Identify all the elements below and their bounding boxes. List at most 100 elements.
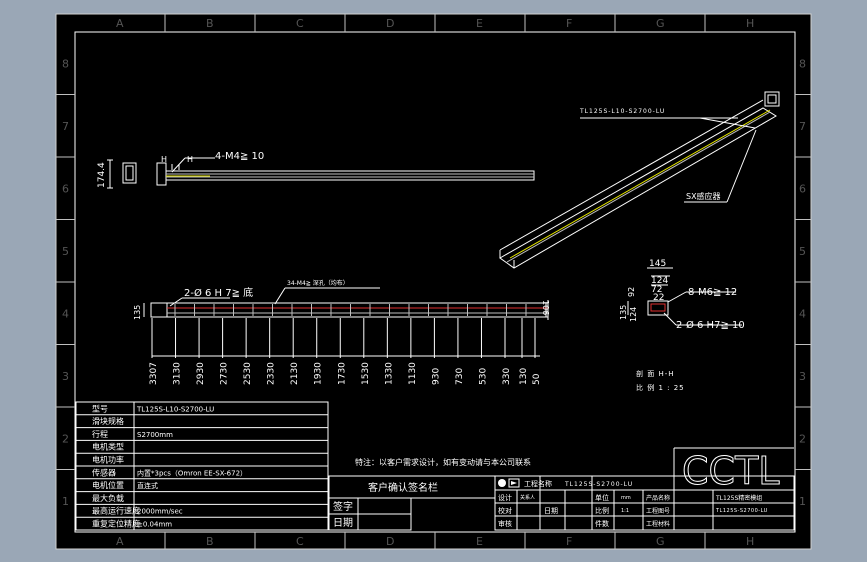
section-title: 剖 面 H-H	[636, 369, 675, 378]
row-marker: 1	[62, 495, 69, 508]
remarks-area: 特注：以客户需求设计，如有变动请与本公司联系 客户确认签名栏 签字 日期	[328, 457, 531, 531]
front-dim-value: 930	[431, 368, 441, 385]
spec-row-label: 电机类型	[92, 442, 124, 452]
side-view: 174.4 H H 4-M4≧ 10	[97, 151, 535, 189]
column-marker: F	[566, 17, 572, 30]
title-block: 工程名称 TL125S-S2700-LU 设计 关系人 校对 日期 审核 单位 …	[494, 447, 795, 531]
front-dim-value: 2930	[196, 362, 206, 385]
cctl-logo: CCTL	[682, 449, 779, 493]
front-dim-value: 730	[455, 368, 465, 385]
audit-label: 审核	[498, 519, 512, 528]
section-scale: 比 例 1 : 25	[636, 383, 685, 392]
column-marker: A	[116, 17, 124, 30]
section-left-dim-2: 135	[619, 305, 628, 320]
column-marker: B	[206, 535, 214, 548]
spec-row-label: 滑块规格	[92, 416, 124, 426]
section-dim-3: 22	[653, 293, 664, 303]
spec-row-label: 电机功率	[92, 455, 124, 465]
column-marker: E	[476, 17, 483, 30]
spec-row-label: 最高运行速度	[92, 506, 140, 516]
side-height-dim: 174.4	[97, 162, 107, 188]
row-marker: 7	[62, 120, 69, 133]
section-left-dim-3: 124	[629, 307, 638, 322]
scale-label: 比例	[595, 506, 609, 515]
column-marker: E	[476, 535, 483, 548]
column-marker: H	[746, 17, 754, 30]
unit-value: mm	[621, 495, 631, 501]
front-dim-value: 2530	[243, 362, 253, 385]
spec-row-label: 最大负载	[92, 493, 124, 503]
project-label: 工程名称	[524, 479, 552, 488]
row-marker: 3	[62, 370, 69, 383]
column-marker: F	[566, 535, 572, 548]
side-screw-note: 4-M4≧ 10	[215, 151, 264, 162]
front-dim-value: 3307	[149, 362, 159, 385]
customer-confirm-title: 客户确认签名栏	[368, 481, 438, 494]
front-left-hole-note: 2-Ø 6 H 7≧ 底	[184, 286, 253, 299]
section-dim-2: 72	[651, 285, 662, 295]
section-width-dim: 145	[649, 259, 666, 269]
section-view: 145 124 72 22 92 135 124 8-M6≧ 12 2-Ø 6 …	[619, 259, 745, 392]
front-dim-value: 330	[502, 368, 512, 385]
check-label: 校对	[498, 506, 512, 515]
column-marker: C	[296, 535, 304, 548]
front-top-hole-note: 34-M4≧ 深孔（均布）	[287, 279, 349, 287]
side-h-label-left: H	[161, 155, 167, 164]
column-marker: H	[746, 535, 754, 548]
material-label: 工程材料	[646, 520, 670, 528]
qty-label: 件数	[595, 519, 609, 528]
column-marker: D	[386, 535, 394, 548]
front-dim-value: 1530	[361, 362, 371, 385]
drawing-value: TL125S-S2700-LU	[715, 508, 768, 514]
design-value: 关系人	[520, 494, 535, 501]
row-marker: 6	[799, 182, 806, 195]
project-value: TL125S-S2700-LU	[564, 481, 633, 488]
row-marker: 2	[62, 432, 69, 445]
front-dim-value: 50	[532, 373, 542, 385]
row-marker: 7	[799, 120, 806, 133]
column-marker: B	[206, 17, 214, 30]
remark-text: 特注：以客户需求设计，如有变动请与本公司联系	[355, 457, 531, 467]
scale-value: 1:1	[621, 508, 629, 514]
front-dim-value: 3130	[173, 362, 183, 385]
row-marker: 2	[799, 432, 806, 445]
unit-label: 单位	[595, 493, 609, 502]
sign-label: 签字	[333, 500, 353, 513]
column-marker: C	[296, 17, 304, 30]
iso-model-label: TL125S-L10-S2700-LU	[579, 108, 665, 115]
front-dim-value: 130	[519, 368, 529, 385]
row-marker: 4	[799, 307, 806, 320]
section-dim-1: 124	[651, 276, 668, 286]
front-dim-value: 530	[478, 368, 488, 385]
front-dim-value: 1330	[384, 362, 394, 385]
row-marker: 8	[62, 57, 69, 70]
front-height-dim: 135	[133, 305, 142, 320]
row-marker: 5	[799, 245, 806, 258]
drawing-paper	[56, 14, 811, 549]
date-label: 日期	[333, 517, 353, 529]
front-right-dim: 106	[541, 300, 550, 315]
product-value: TL125S精密模组	[715, 494, 762, 502]
spec-row-label: 重复定位精度	[92, 519, 140, 529]
spec-row-value: 2000mm/sec	[137, 508, 183, 516]
isometric-view: TL125S-L10-S2700-LU SX感应器	[499, 91, 780, 269]
spec-row-value: TL125S-L10-S2700-LU	[136, 405, 214, 413]
tb-date-label: 日期	[544, 507, 558, 515]
company-logo-icon	[498, 478, 520, 488]
row-marker: 1	[799, 495, 806, 508]
row-marker: 5	[62, 245, 69, 258]
section-left-dim-1: 92	[627, 287, 636, 297]
spec-row-value: 内置*3pcs（Omron EE-SX-672）	[137, 468, 247, 477]
drawing-label: 工程图号	[646, 507, 670, 515]
front-dim-value: 2730	[220, 362, 230, 385]
section-thread-note: 8-M6≧ 12	[688, 287, 737, 298]
section-hole-note: 2-Ø 6 H7≧ 10	[676, 319, 745, 331]
column-marker: G	[656, 17, 665, 30]
spec-row-label: 型号	[92, 404, 108, 413]
front-dim-value: 1130	[408, 362, 418, 385]
